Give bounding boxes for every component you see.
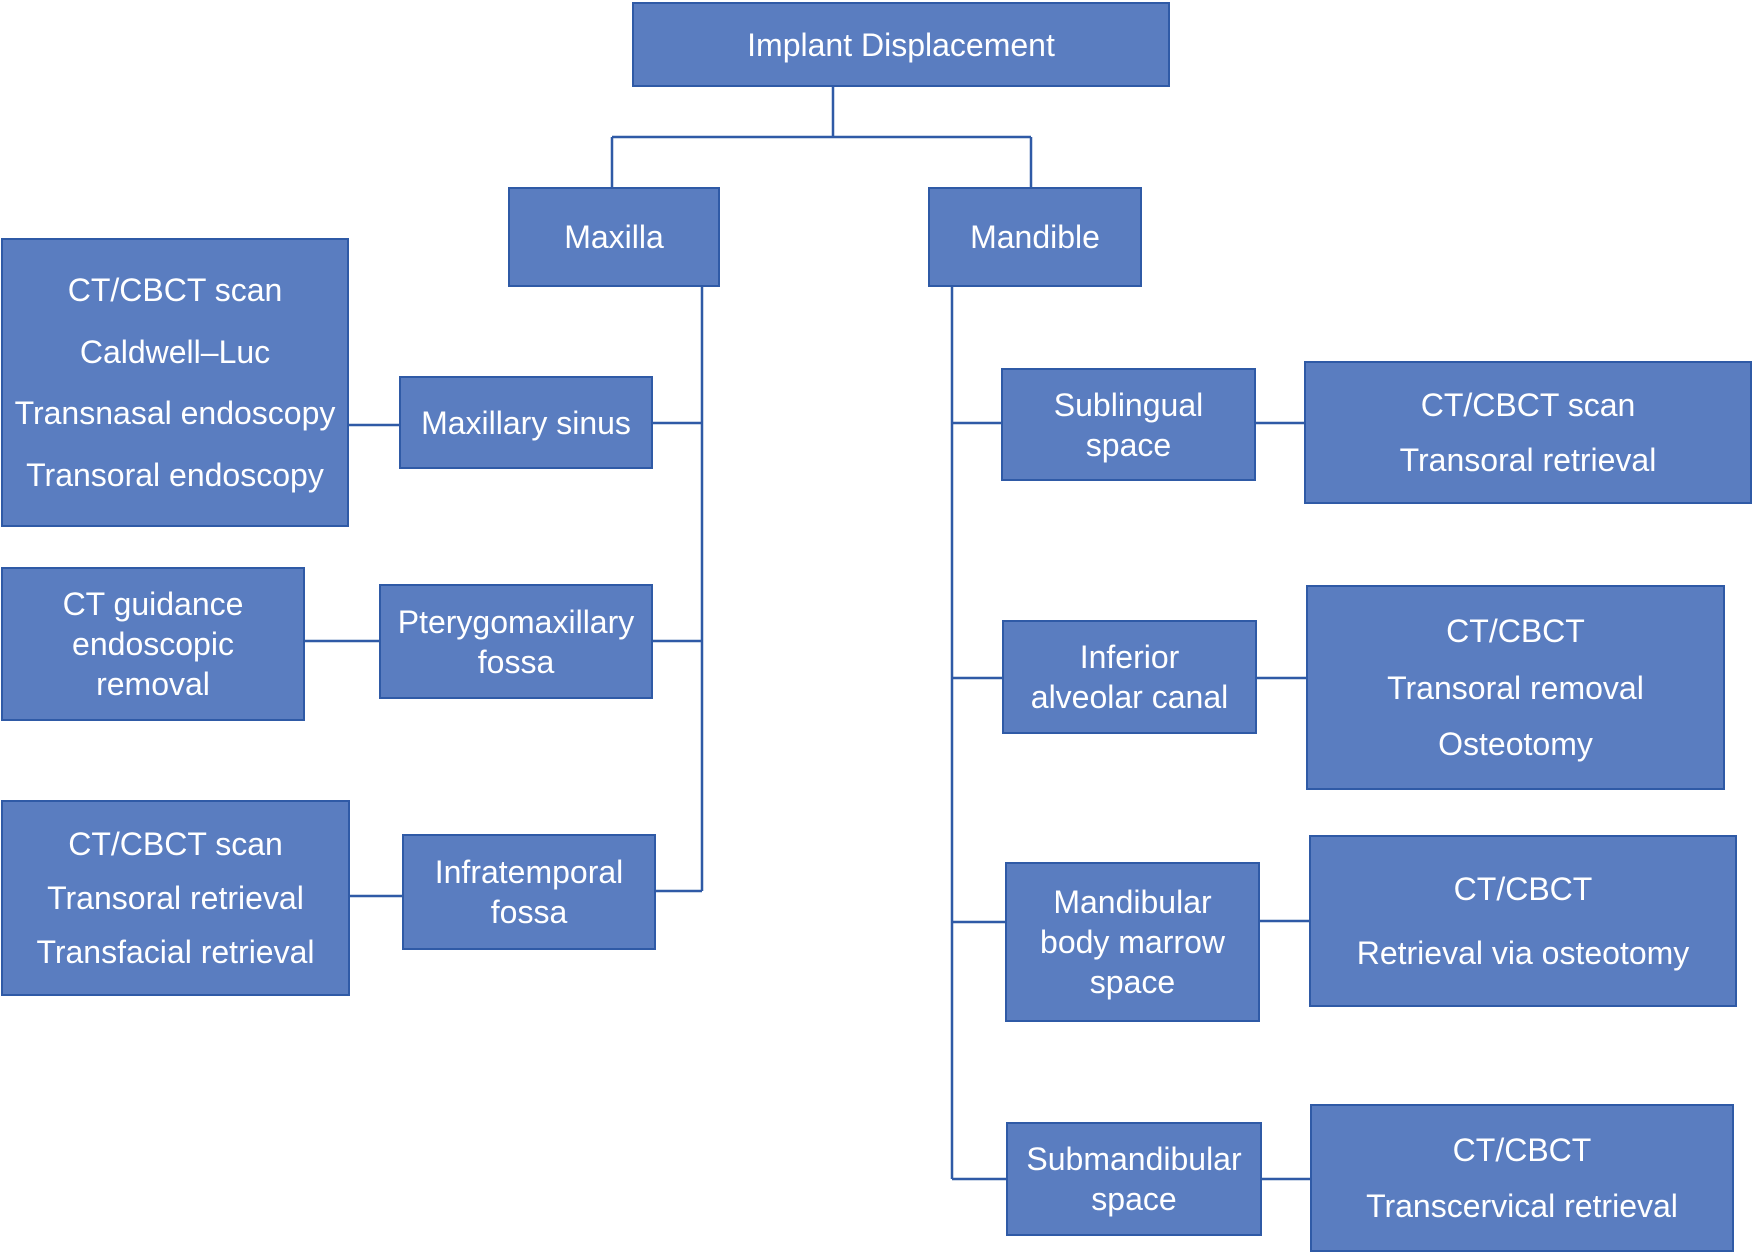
site-label-line: Mandibular (1053, 884, 1212, 920)
infratemporal-fossa-management-box: CT/CBCT scan Transoral retrieval Transfa… (1, 800, 350, 996)
maxillary-sinus-node: Maxillary sinus (399, 376, 653, 469)
management-option: endoscopic (72, 626, 234, 662)
management-option: CT guidance (62, 586, 244, 622)
management-option: CT/CBCT scan (68, 826, 283, 862)
management-option: Transoral retrieval (1399, 441, 1657, 478)
pterygomaxillary-fossa-node: Pterygomaxillary fossa (379, 584, 653, 699)
management-option: CT/CBCT (1452, 1132, 1592, 1168)
site-label-line: Pterygomaxillary (397, 603, 635, 640)
site-label-line: Maxillary sinus (421, 404, 631, 441)
maxilla-node: Maxilla (508, 187, 720, 287)
site-label-line: fossa (477, 643, 555, 680)
mandibular-body-marrow-space-management-box: CT/CBCT Retrieval via osteotomy (1309, 835, 1737, 1007)
site-label-line: Infratemporal (434, 854, 624, 890)
root-node-implant-displacement: Implant Displacement (632, 2, 1170, 87)
management-option: Transfacial retrieval (36, 934, 315, 970)
root-label: Implant Displacement (747, 26, 1055, 63)
site-label-line: body marrow (1040, 924, 1225, 960)
site-label-line: fossa (490, 894, 568, 930)
infratemporal-fossa-node: Infratemporal fossa (402, 834, 656, 950)
management-option: CT/CBCT (1453, 871, 1593, 907)
submandibular-space-management-box: CT/CBCT Transcervical retrieval (1310, 1104, 1734, 1252)
mandibular-body-marrow-space-node: Mandibular body marrow space (1005, 862, 1260, 1022)
site-label-line: Sublingual (1053, 386, 1204, 423)
mandible-label: Mandible (970, 219, 1100, 255)
inferior-alveolar-canal-management-box: CT/CBCT Transoral removal Osteotomy (1306, 585, 1725, 790)
site-label-line: space (1085, 426, 1172, 463)
pterygomaxillary-fossa-management-box: CT guidance endoscopic removal (1, 567, 305, 721)
management-option: Osteotomy (1438, 725, 1593, 762)
maxilla-label: Maxilla (564, 219, 664, 255)
management-option: Caldwell–Luc (79, 333, 271, 370)
management-option: Transoral removal (1387, 669, 1644, 706)
submandibular-space-node: Submandibular space (1006, 1122, 1262, 1236)
sublingual-space-management-box: CT/CBCT scan Transoral retrieval (1304, 361, 1752, 504)
site-label-line: space (1091, 1181, 1177, 1217)
management-option: Retrieval via osteotomy (1356, 935, 1690, 971)
sublingual-space-node: Sublingual space (1001, 368, 1256, 481)
site-label-line: Inferior (1079, 639, 1180, 675)
management-option: removal (96, 666, 210, 702)
management-option: CT/CBCT scan (67, 271, 283, 308)
management-option: Transoral endoscopy (26, 457, 324, 494)
management-option: CT/CBCT scan (1420, 387, 1636, 424)
management-option: Transnasal endoscopy (14, 395, 336, 432)
site-label-line: Submandibular (1026, 1141, 1242, 1177)
site-label-line: space (1089, 964, 1176, 1000)
inferior-alveolar-canal-node: Inferior alveolar canal (1002, 620, 1257, 734)
site-label-line: alveolar canal (1030, 679, 1229, 715)
management-option: Transcervical retrieval (1366, 1188, 1678, 1224)
management-option: Transoral retrieval (47, 880, 304, 916)
maxillary-sinus-management-box: CT/CBCT scan Caldwell–Luc Transnasal end… (1, 238, 349, 527)
mandible-node: Mandible (928, 187, 1142, 287)
management-option: CT/CBCT (1446, 613, 1585, 650)
